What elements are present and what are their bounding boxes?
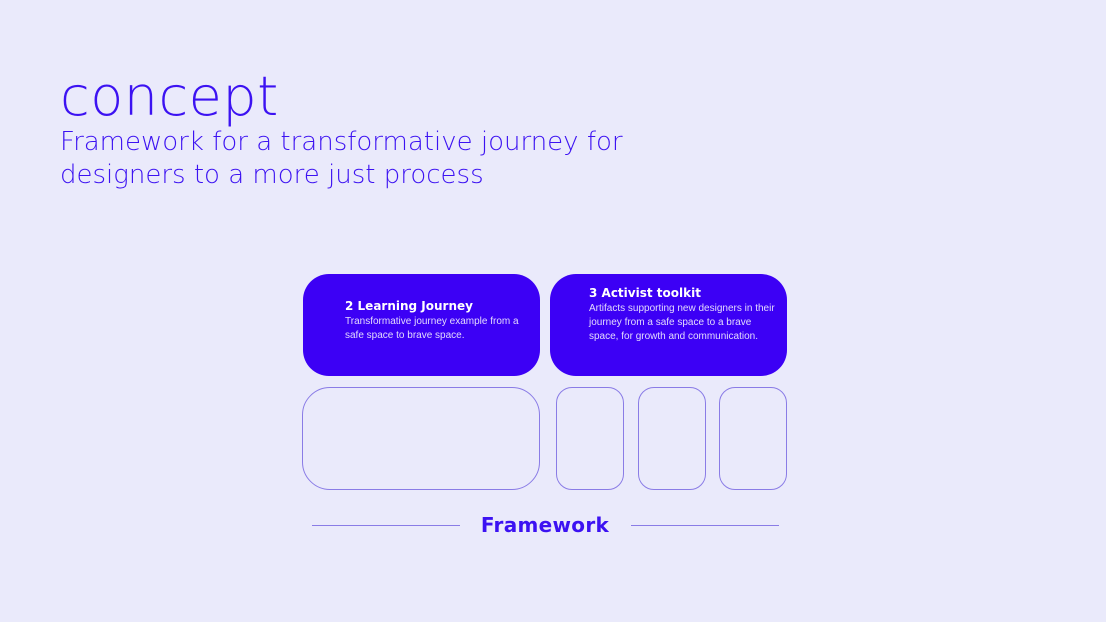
framework-rule-left: [312, 525, 460, 526]
learning-journey-title: 2 Learning Journey: [345, 299, 473, 313]
empty-small-block-2: [638, 387, 706, 490]
activist-toolkit-card: 3 Activist toolkit Artifacts supporting …: [550, 274, 787, 376]
empty-wide-block: [302, 387, 540, 490]
activist-toolkit-description: Artifacts supporting new designers in th…: [589, 303, 775, 342]
activist-toolkit-title: 3 Activist toolkit: [589, 286, 701, 300]
framework-label: Framework: [480, 513, 610, 537]
empty-small-block-1: [556, 387, 624, 490]
page-title: concept: [60, 65, 279, 128]
framework-rule-right: [631, 525, 779, 526]
page-subtitle: Framework for a transformative journey f…: [60, 127, 623, 190]
empty-small-block-3: [719, 387, 787, 490]
learning-journey-card: 2 Learning Journey Transformative journe…: [303, 274, 540, 376]
learning-journey-description: Transformative journey example from a sa…: [345, 316, 519, 341]
